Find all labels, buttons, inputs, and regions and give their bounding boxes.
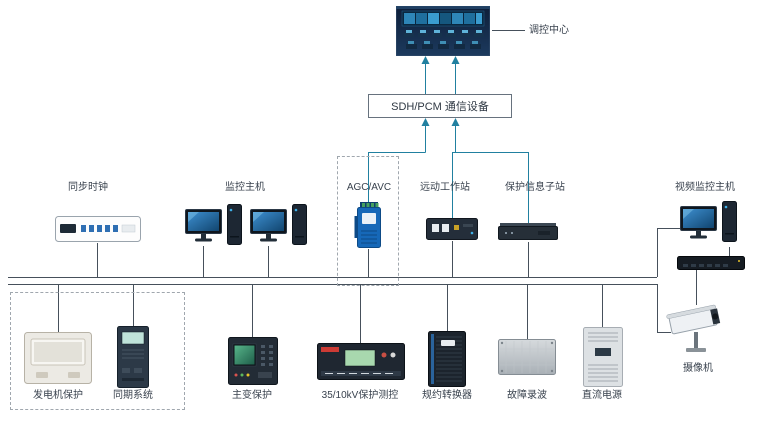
sync-system-label: 同期系统: [113, 390, 153, 401]
agc-avc-device: [354, 200, 384, 250]
protocol-converter-illustration: [428, 331, 466, 387]
generator-protection-device: [24, 332, 92, 384]
dc-power-device: [583, 327, 623, 387]
control-room-illustration: [395, 5, 491, 57]
telecontrol-station-label: 远动工作站: [420, 182, 470, 193]
video-switch-device: [677, 256, 745, 270]
sync-clock-label: 同步时钟: [68, 182, 108, 193]
sync-clock-device: [55, 216, 141, 242]
monitor-host-workstation-1: [185, 204, 243, 246]
fault-recorder-label: 故障录波: [507, 390, 547, 401]
video-monitor-host-label: 视频监控主机: [675, 182, 735, 193]
agc-avc-illustration: [354, 202, 381, 248]
comm-device-box: SDH/PCM 通信设备: [368, 94, 512, 118]
switch-illustration: [677, 256, 745, 270]
kv-protection-illustration: [317, 343, 405, 380]
main-transformer-protection-device: [228, 337, 278, 385]
agc-avc-label: AGC/AVC: [346, 182, 392, 193]
telecontrol-station-device: [426, 215, 478, 241]
camera-label: 摄像机: [683, 363, 713, 374]
monitor-host-label: 监控主机: [225, 182, 265, 193]
protocol-converter-device: [428, 331, 466, 387]
workstation-illustration: [680, 201, 737, 242]
main-transformer-protection-label: 主变保护: [232, 390, 272, 401]
telecontrol-illustration: [426, 218, 478, 240]
agc-avc-dashed-group: [337, 156, 399, 286]
generator-sync-dashed-group: [10, 292, 185, 410]
camera-device: [666, 298, 730, 358]
generator-protection-label: 发电机保护: [33, 390, 83, 401]
dc-power-illustration: [583, 327, 623, 387]
generator-protection-illustration: [24, 332, 92, 384]
kv-protection-control-label: 35/10kV保护测控: [321, 390, 399, 401]
workstation-illustration: [185, 204, 242, 245]
control-center-label: 调控中心: [529, 25, 569, 36]
camera-illustration: [666, 304, 721, 352]
protection-info-substation-label: 保护信息子站: [505, 182, 565, 193]
comm-device-label: SDH/PCM 通信设备: [391, 101, 489, 113]
monitor-host-workstation-2: [250, 204, 308, 246]
sync-system-illustration: [117, 326, 149, 388]
protection-substation-illustration: [498, 223, 558, 240]
protection-info-substation-device: [498, 221, 558, 241]
up-arrow-icons: [421, 56, 460, 126]
fault-recorder-illustration: [498, 339, 556, 375]
main-transformer-illustration: [228, 337, 278, 385]
sync-system-device: [114, 326, 152, 388]
sync-clock-illustration: [55, 216, 141, 242]
protocol-converter-label: 规约转换器: [422, 390, 472, 401]
fault-recorder-device: [498, 339, 556, 375]
control-center-image: [395, 5, 491, 57]
kv-protection-control-device: [317, 343, 405, 380]
dc-power-label: 直流电源: [582, 390, 622, 401]
workstation-illustration: [250, 204, 307, 245]
video-monitor-host-workstation: [680, 201, 738, 243]
